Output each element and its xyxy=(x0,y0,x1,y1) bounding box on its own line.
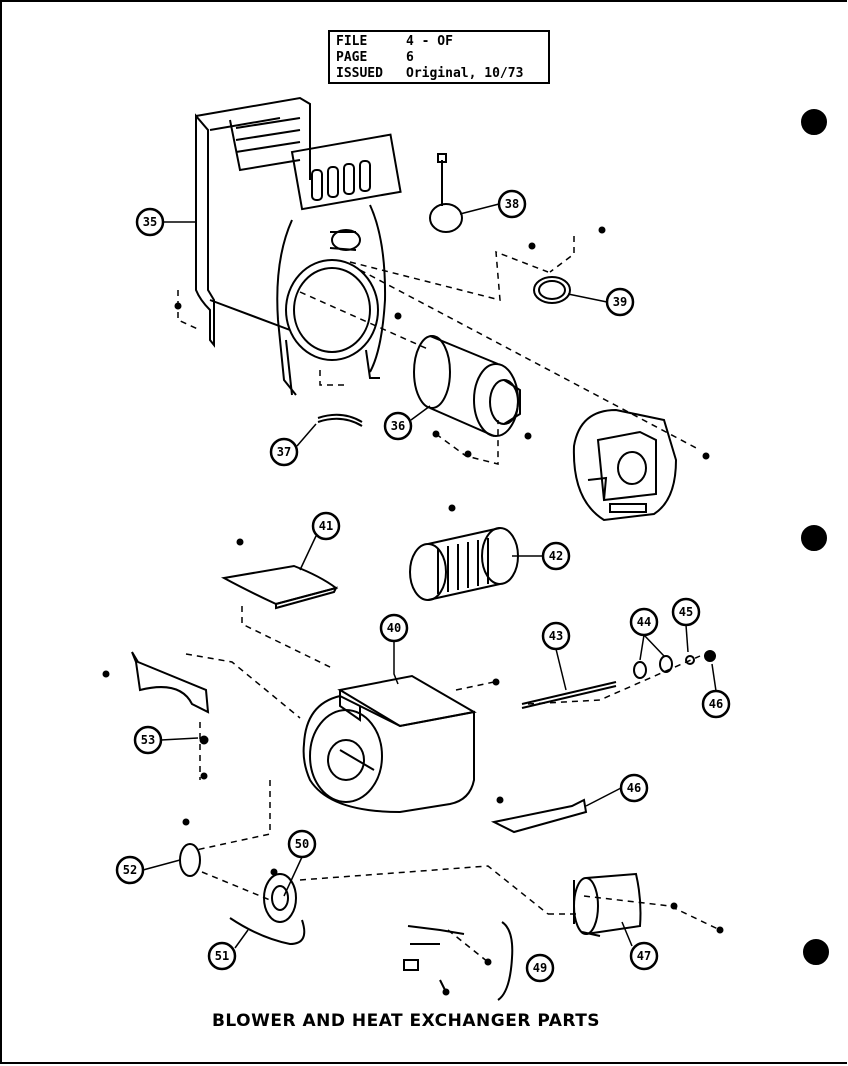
blower-housing-part xyxy=(302,674,477,814)
callout-label-49: 49 xyxy=(533,961,547,975)
callout-label-46b: 46 xyxy=(627,781,641,795)
blower-housing-end-plate xyxy=(572,408,678,522)
callout-label-41: 41 xyxy=(319,519,333,533)
binder-hole-bottom xyxy=(803,939,829,965)
callout-label-38: 38 xyxy=(505,197,519,211)
collar-part xyxy=(685,655,695,665)
page-value: 6 xyxy=(406,50,414,65)
callout-label-40: 40 xyxy=(387,621,401,635)
callout-47 xyxy=(629,941,659,971)
cap-part xyxy=(429,203,463,233)
blower-motor-part xyxy=(573,872,642,937)
callout-label-39: 39 xyxy=(613,295,627,309)
assembly-guide-lines xyxy=(177,236,721,963)
callout-label-47: 47 xyxy=(637,949,651,963)
motor-mount-rail-part xyxy=(490,798,588,834)
ring-clamp-part xyxy=(533,276,571,304)
callout-41 xyxy=(311,511,341,541)
heat-exchanger-part xyxy=(195,96,402,396)
callout-label-43: 43 xyxy=(549,629,563,643)
diagram-caption: BLOWER AND HEAT EXCHANGER PARTS xyxy=(211,1011,601,1031)
gasket-strip-part xyxy=(317,413,363,423)
shaft-part xyxy=(521,681,617,705)
combustion-drum-part xyxy=(413,335,521,437)
callout-36 xyxy=(383,411,413,441)
baffle-plate-part xyxy=(220,564,339,606)
hardware-kit-part xyxy=(403,921,514,1001)
callout-49 xyxy=(525,953,555,983)
callout-label-45: 45 xyxy=(679,605,693,619)
callout-label-50: 50 xyxy=(295,837,309,851)
file-value: 4 - OF xyxy=(406,34,453,49)
file-info-box: FILE 4 - OF PAGE 6 ISSUED Original, 10/7… xyxy=(328,30,550,84)
page-row: PAGE 6 xyxy=(336,50,542,66)
callout-label-36: 36 xyxy=(391,419,405,433)
motor-pulley-part xyxy=(179,843,201,877)
binder-hole-top xyxy=(801,109,827,135)
issued-value: Original, 10/73 xyxy=(406,66,524,81)
callout-label-42: 42 xyxy=(549,549,563,563)
callout-51 xyxy=(207,941,237,971)
callout-37 xyxy=(269,437,299,467)
callout-label-52: 52 xyxy=(123,863,137,877)
callout-label-44: 44 xyxy=(637,615,651,629)
file-label: FILE xyxy=(336,34,368,49)
callout-label-53: 53 xyxy=(141,733,155,747)
binder-hole-middle xyxy=(801,525,827,551)
support-bracket-part xyxy=(131,651,210,714)
issued-row: ISSUED Original, 10/73 xyxy=(336,66,542,82)
callout-label-37: 37 xyxy=(277,445,291,459)
issued-label: ISSUED xyxy=(336,66,383,81)
callout-label-51: 51 xyxy=(215,949,229,963)
callout-label-46a: 46 xyxy=(709,697,723,711)
bearing-part xyxy=(633,661,647,679)
callout-label-35: 35 xyxy=(143,215,157,229)
file-row: FILE 4 - OF xyxy=(336,34,542,50)
page-label: PAGE xyxy=(336,50,368,65)
drive-belt-part xyxy=(229,917,306,946)
blower-wheel-part xyxy=(409,527,519,601)
